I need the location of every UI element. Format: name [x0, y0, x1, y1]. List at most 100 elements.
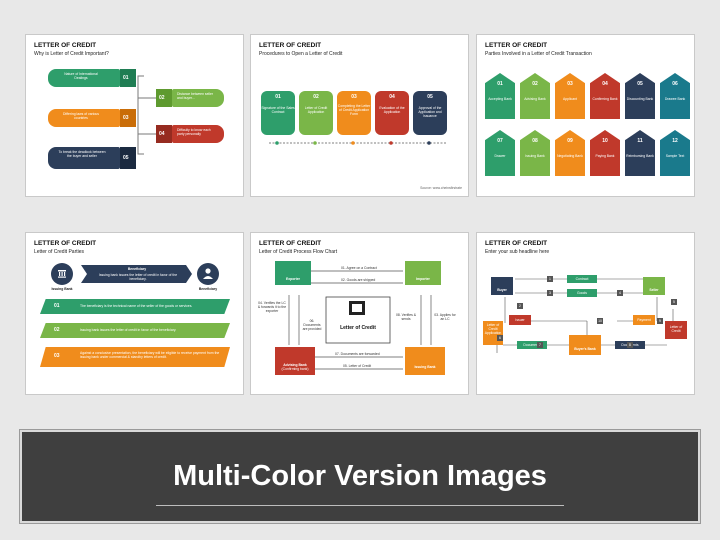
issuer-box: Issuer — [509, 315, 531, 325]
badge-02 — [156, 89, 172, 107]
arrow-text: Issuing bank issues the letter of credit… — [98, 273, 178, 281]
party-label: Drawee Bank — [664, 97, 686, 101]
beneficiary-label: Beneficiary — [198, 287, 218, 291]
importer-box: Importer — [405, 261, 441, 285]
slide-title: LETTER OF CREDIT — [259, 42, 322, 49]
issuing-bank-box: Issuing Bank — [405, 347, 445, 375]
step-marker-4: 4 — [617, 290, 623, 296]
documents-box-1: Documents — [517, 341, 547, 349]
flow-label-01: 01. Agree on a Contract — [341, 266, 377, 270]
party-label: Sample Text — [665, 154, 685, 158]
party-num: 02 — [532, 81, 538, 87]
item-03: Differing laws of various countries — [48, 109, 120, 127]
payment-box: Payment — [633, 315, 655, 325]
flow-label-04: 04. Verifies the LC & forwards it to the… — [257, 301, 287, 313]
step-marker-9: 9 — [657, 318, 663, 324]
buyer-box: Buyer — [491, 277, 513, 295]
party-label: Advising Bank — [524, 97, 546, 101]
slide-procedures[interactable]: LETTER OF CREDIT Procedures to Open a Le… — [250, 34, 469, 197]
badge-03 — [120, 109, 136, 127]
step-marker-6: 6 — [497, 335, 503, 341]
party-num: 11 — [637, 138, 643, 144]
arrow-title: Beneficiary — [127, 267, 147, 271]
step-03: 03 Completing the Letter of Credit Appli… — [337, 91, 371, 135]
party-num: 12 — [672, 138, 678, 144]
party-label: Confirming Bank — [592, 97, 618, 101]
party-num: 05 — [637, 81, 643, 87]
party-num: 09 — [567, 138, 573, 144]
flow-label-06: 06. Documents are provided — [302, 319, 322, 331]
flow-label-07: 07. Documents are forwarded — [335, 352, 380, 356]
item-05: To break the deadlock between the buyer … — [48, 147, 120, 169]
num-01: 01 — [123, 75, 129, 81]
source-note: Source: www.cheinsfirstrate — [420, 186, 462, 190]
step-marker-2: 2 — [517, 303, 523, 309]
step-04: 04 Evaluation of the Application — [375, 91, 409, 135]
party-label: Reimbursing Bank — [626, 154, 654, 158]
slide-title: LETTER OF CREDIT — [485, 42, 548, 49]
advising-bank-box: Advising Bank (Confirming bank) — [275, 347, 315, 375]
step-marker-5: 5 — [671, 299, 677, 305]
step-marker-1: 1 — [547, 276, 553, 282]
flow-label-02: 02. Goods are shipped — [341, 278, 376, 282]
party-num: 04 — [602, 81, 608, 87]
step-marker-7: 7 — [537, 342, 543, 348]
party-label: Negotiating Bank — [557, 154, 583, 158]
slide-subtitle: Why is Letter of Credit Important? — [34, 51, 109, 57]
slide-why-important[interactable]: LETTER OF CREDIT Why is Letter of Credit… — [25, 34, 244, 197]
slide-subtitle: Enter your sub headline here — [485, 249, 550, 255]
cycle-lines — [496, 278, 674, 353]
dotted-timeline — [269, 141, 446, 145]
party-row-01: 01 The beneficiary is the technical name… — [40, 299, 230, 314]
slide-process-flow[interactable]: LETTER OF CREDIT Letter of Credit Proces… — [250, 232, 469, 395]
step-marker-3: 3 — [547, 290, 553, 296]
buyers-bank-box: Buyer's Bank — [569, 335, 601, 355]
item-02: Distance between seller and buyer... — [172, 89, 224, 107]
slide-subtitle: Letter of Credit Process Flow Chart — [259, 249, 338, 255]
party-label: Applicant — [563, 97, 577, 101]
slide-subtitle: Procedures to Open a Letter of Credit — [259, 51, 343, 57]
step-marker-8: 8 — [627, 342, 633, 348]
party-label: Drawer — [494, 154, 506, 158]
party-row-03: 03 Against a conclusive presentation, th… — [40, 347, 230, 367]
party-num: 08 — [532, 138, 538, 144]
slide-title: LETTER OF CREDIT — [34, 42, 97, 49]
slide-parties-involved[interactable]: LETTER OF CREDIT Parties Involved in a L… — [476, 34, 695, 197]
flow-label-08: 08. Verifies & sends — [396, 313, 416, 321]
badge-01 — [120, 69, 136, 87]
num-04: 04 — [159, 131, 165, 137]
party-num: 01 — [497, 81, 503, 87]
exporter-box: Exporter — [275, 261, 311, 285]
flow-label-05: 05. Letter of Credit — [343, 364, 372, 368]
step-marker-10: 10 — [597, 318, 603, 324]
badge-04 — [156, 125, 172, 143]
slide-loc-parties[interactable]: LETTER OF CREDIT Letter of Credit Partie… — [25, 232, 244, 395]
banner-title: Multi-Color Version Images — [173, 460, 547, 492]
party-num: 03 — [567, 81, 573, 87]
item-01: Nature of International Dealings 01 — [48, 69, 132, 87]
step-01: 01 Signature of the Sales Contract — [261, 91, 295, 135]
flow-arrows — [288, 270, 432, 370]
party-num: 06 — [672, 81, 678, 87]
party-label: Discounting Bank — [626, 97, 654, 101]
party-label: Issuing Bank — [525, 154, 545, 158]
item-04: Difficulty to know each party personally — [172, 125, 224, 143]
slide-subtitle: Letter of Credit Parties — [34, 249, 85, 255]
slide-subtitle: Parties Involved in a Letter of Credit T… — [485, 51, 592, 57]
slide-sub-headline[interactable]: LETTER OF CREDIT Enter your sub headline… — [476, 232, 695, 395]
banner-divider — [156, 505, 564, 506]
loc-application-box: Letter of Credit Application — [483, 321, 503, 345]
connector-lines — [137, 75, 156, 155]
num-05: 05 — [123, 155, 129, 161]
slide-title: LETTER OF CREDIT — [259, 240, 322, 247]
header-shapes — [51, 263, 219, 285]
